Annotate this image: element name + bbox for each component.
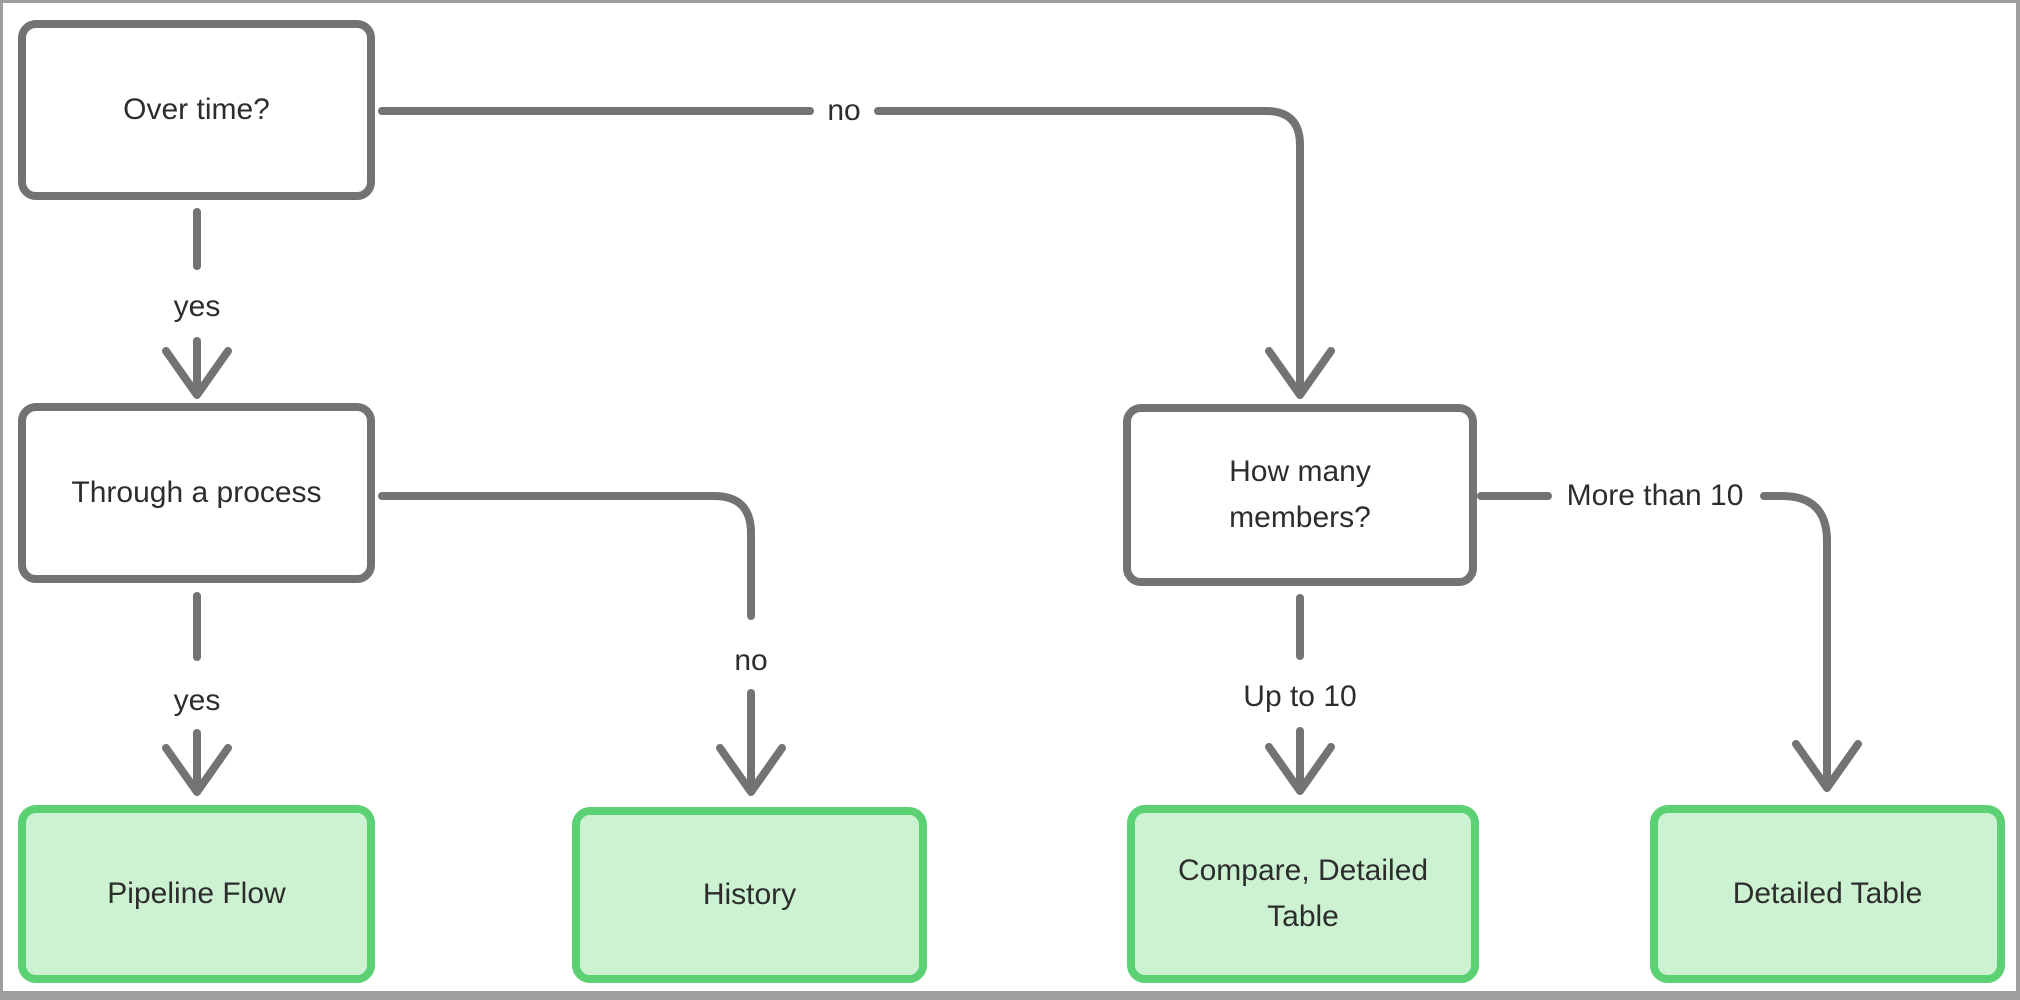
node-compare-detailed-table: Compare, Detailed Table bbox=[1127, 805, 1479, 983]
node-label: History bbox=[702, 878, 797, 911]
edge-overtime-howmany-shaft bbox=[874, 107, 1304, 390]
node-label: Compare, Detailed Table bbox=[1177, 854, 1429, 933]
arrowhead-icon bbox=[1792, 740, 1862, 792]
node-label: Through a process bbox=[71, 476, 322, 509]
edge-label-no-overtime: no bbox=[823, 94, 865, 128]
edge-label-more-than-10: More than 10 bbox=[1562, 479, 1748, 513]
node-pipeline-flow: Pipeline Flow bbox=[18, 805, 375, 983]
arrowhead-icon bbox=[1265, 743, 1335, 795]
node-over-time: Over time? bbox=[18, 20, 375, 200]
edge-label-yes-throughprocess: yes bbox=[169, 684, 225, 718]
edge-label-yes-overtime: yes bbox=[169, 290, 225, 324]
arrowhead-icon bbox=[716, 744, 786, 796]
edge-label-up-to-10: Up to 10 bbox=[1239, 680, 1361, 714]
node-label: Detailed Table bbox=[1732, 877, 1923, 910]
node-label: Over time? bbox=[123, 93, 270, 126]
node-label: Pipeline Flow bbox=[107, 877, 286, 910]
node-history: History bbox=[572, 807, 927, 983]
node-how-many-members: How many members? bbox=[1123, 404, 1477, 586]
edge-label-no-throughprocess: no bbox=[730, 644, 772, 678]
node-through-a-process: Through a process bbox=[18, 403, 375, 583]
node-detailed-table: Detailed Table bbox=[1650, 805, 2005, 983]
node-label: How many members? bbox=[1229, 455, 1371, 534]
arrowhead-icon bbox=[1265, 347, 1335, 399]
edge-throughprocess-history-segment bbox=[378, 492, 755, 620]
arrowhead-icon bbox=[162, 744, 232, 796]
arrowhead-icon bbox=[162, 347, 232, 399]
edge-howmany-detailed-shaft bbox=[1760, 492, 1831, 784]
